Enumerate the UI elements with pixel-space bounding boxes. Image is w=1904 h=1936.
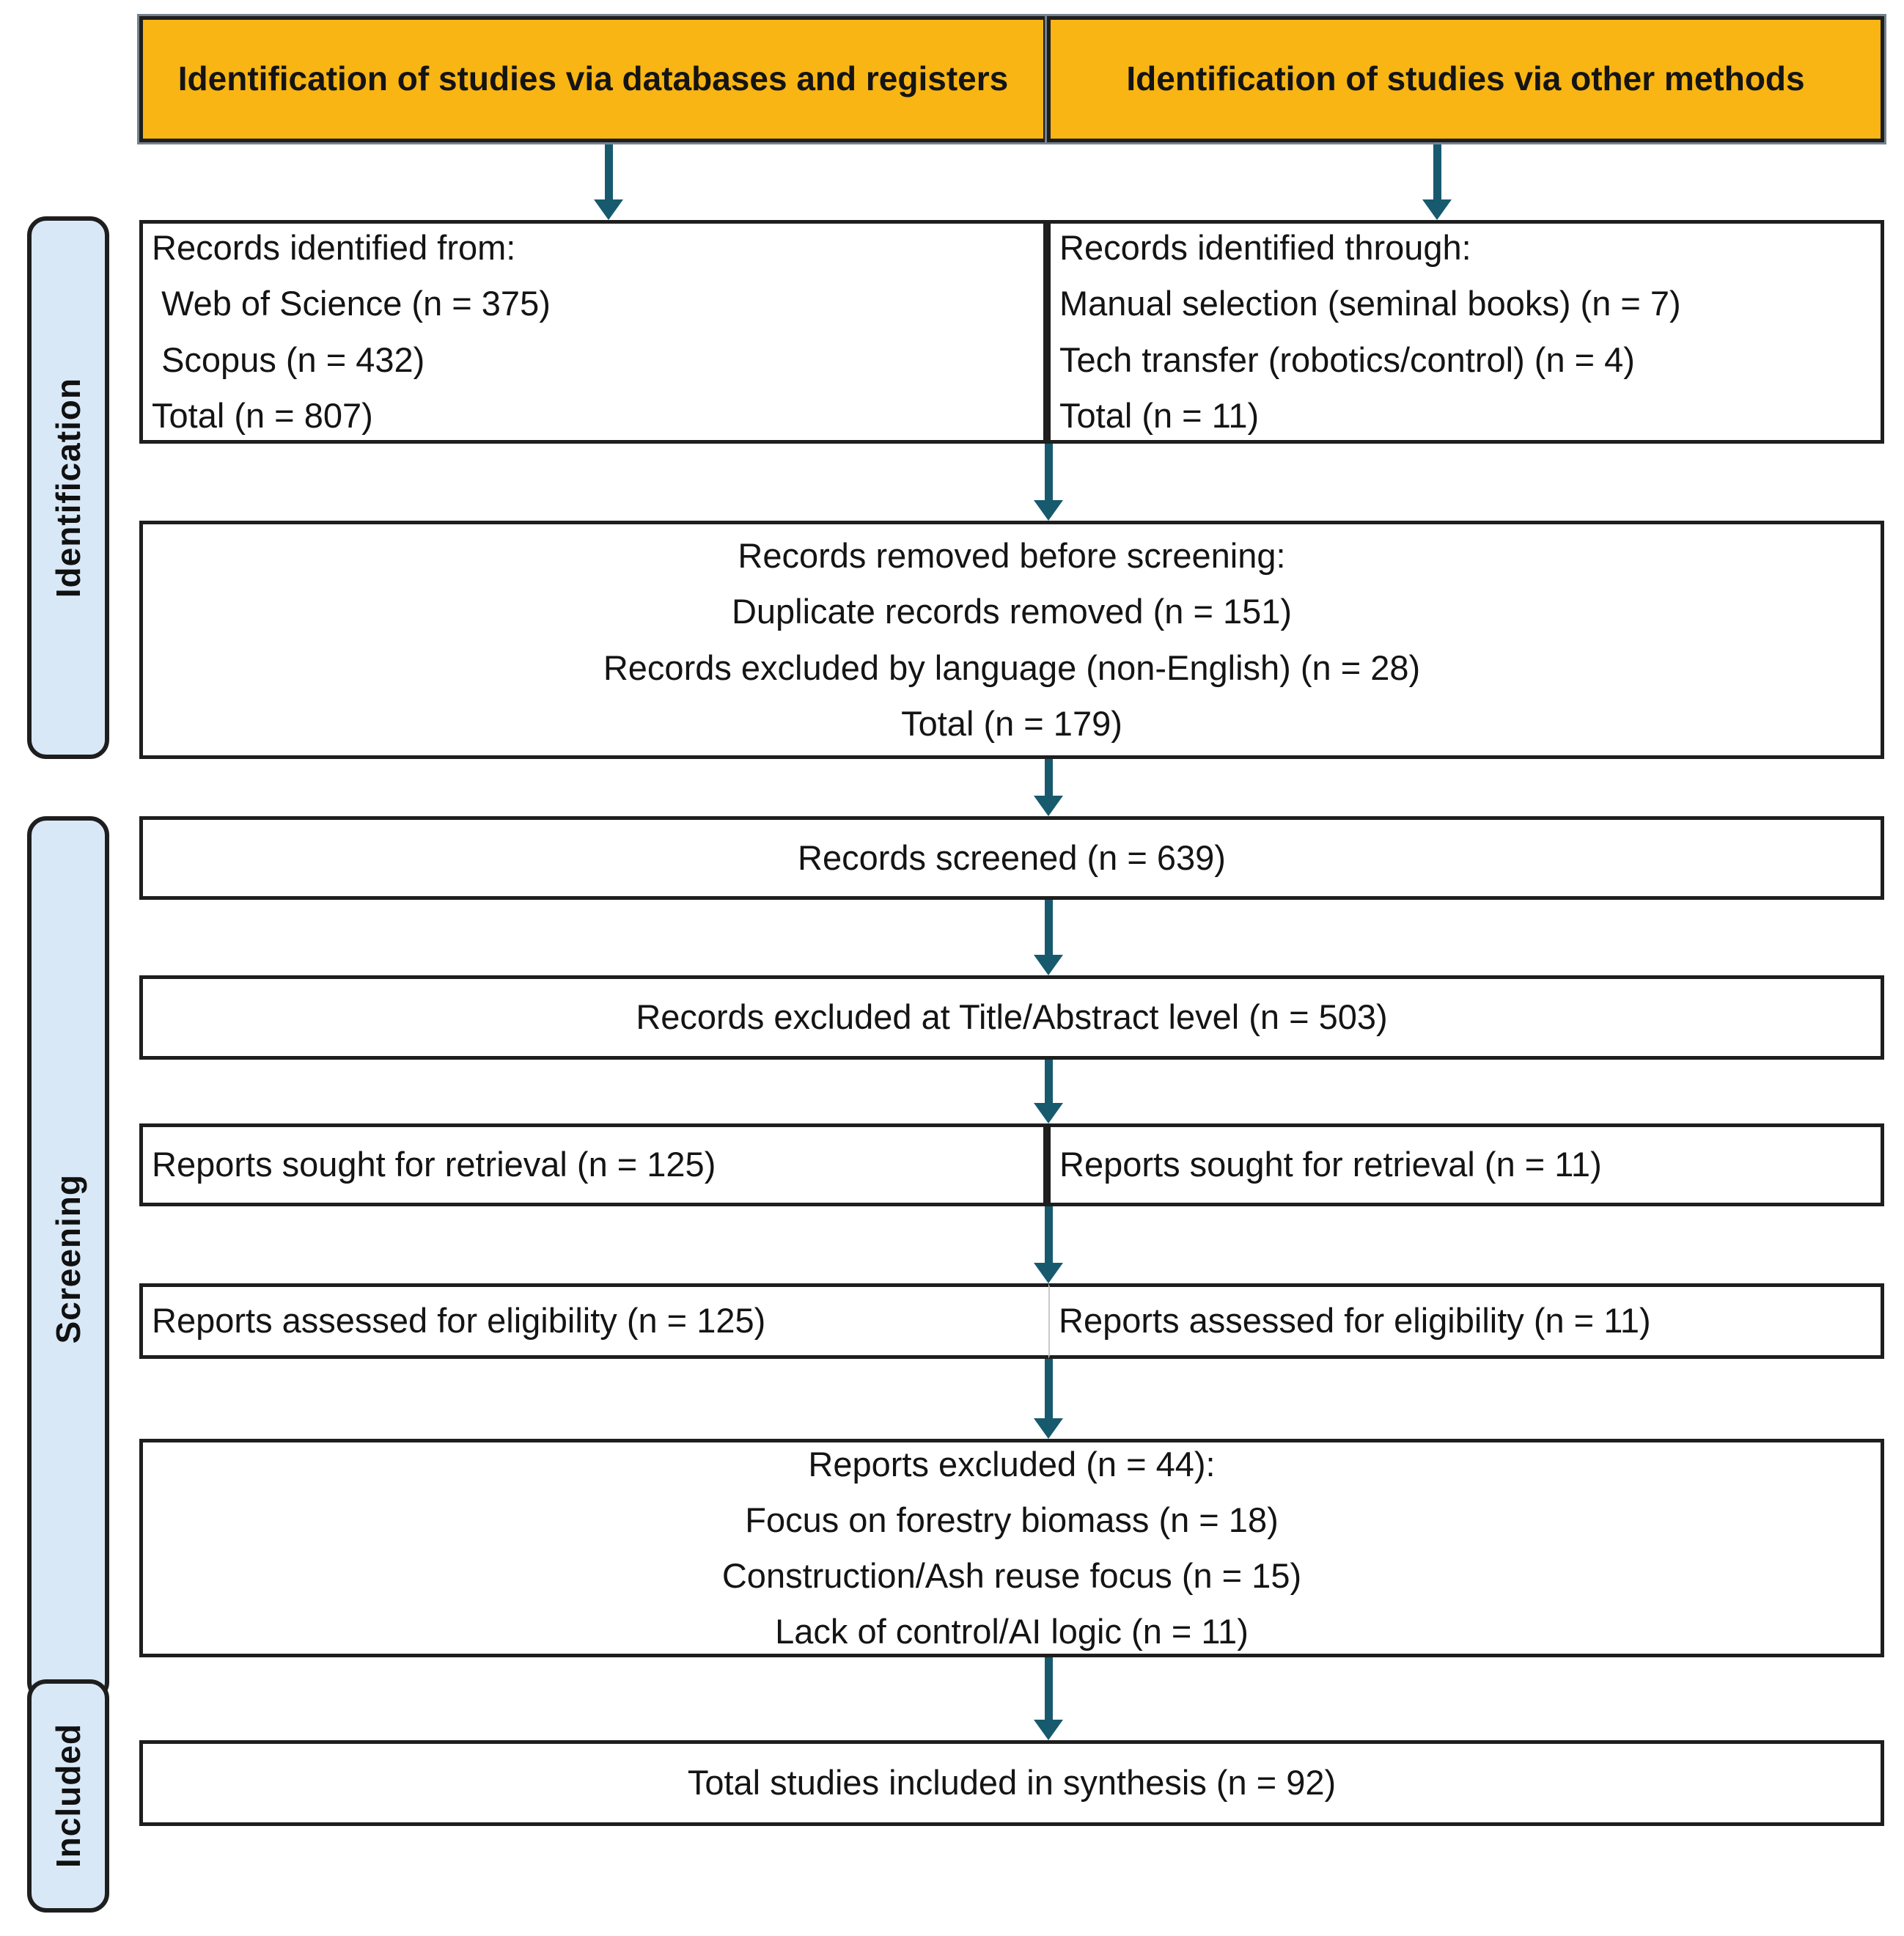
- down-arrow-header-right: [1422, 144, 1452, 220]
- box-total-included: Total studies included in synthesis (n =…: [139, 1740, 1884, 1826]
- box-records-removed-before-screening: Records removed before screening: Duplic…: [139, 521, 1884, 759]
- sidebar-stage-identification: Identification: [27, 216, 109, 759]
- down-arrow-to-sought: [1034, 1060, 1063, 1123]
- reports-excluded-line: Construction/Ash reuse focus (n = 15): [721, 1556, 1302, 1595]
- reports-sought-other-label: Reports sought for retrieval (n = 11): [1059, 1145, 1602, 1184]
- records-identified-other-line: Tech transfer (robotics/control) (n = 4): [1059, 340, 1635, 379]
- box-records-identified-databases: Records identified from: Web of Science …: [139, 220, 1047, 444]
- box-reports-sought-databases: Reports sought for retrieval (n = 125): [139, 1123, 1047, 1206]
- box-records-identified-other: Records identified through: Manual selec…: [1047, 220, 1884, 444]
- reports-excluded-line: Focus on forestry biomass (n = 18): [745, 1500, 1279, 1539]
- box-records-screened: Records screened (n = 639): [139, 816, 1884, 900]
- header-other-methods: Identification of studies via other meth…: [1045, 14, 1886, 144]
- header-databases-registers: Identification of studies via databases …: [137, 14, 1049, 144]
- records-removed-line: Total (n = 179): [901, 703, 1122, 743]
- records-screened-label: Records screened (n = 639): [798, 837, 1226, 877]
- sidebar-stage-screening: Screening: [27, 816, 109, 1701]
- box-records-excluded-title-abstract: Records excluded at Title/Abstract level…: [139, 975, 1884, 1060]
- down-arrow-to-included: [1034, 1657, 1063, 1740]
- down-arrow-to-screened: [1034, 759, 1063, 816]
- header-other-methods-label: Identification of studies via other meth…: [1126, 59, 1805, 98]
- box-reports-excluded: Reports excluded (n = 44): Focus on fore…: [139, 1439, 1884, 1657]
- reports-assessed-db-label: Reports assessed for eligibility (n = 12…: [152, 1301, 766, 1341]
- records-identified-db-line: Total (n = 807): [152, 395, 373, 435]
- stage-label-screening: Screening: [49, 1173, 87, 1344]
- box-reports-assessed-other: Reports assessed for eligibility (n = 11…: [1048, 1283, 1884, 1359]
- records-identified-other-line: Total (n = 11): [1059, 395, 1260, 435]
- records-identified-other-line: Records identified through:: [1059, 228, 1471, 268]
- records-removed-line: Duplicate records removed (n = 151): [731, 592, 1293, 631]
- header-databases-registers-label: Identification of studies via databases …: [177, 59, 1009, 98]
- records-identified-db-line: Scopus (n = 432): [152, 340, 425, 379]
- records-identified-other-line: Manual selection (seminal books) (n = 7): [1059, 284, 1681, 323]
- reports-assessed-other-label: Reports assessed for eligibility (n = 11…: [1059, 1301, 1651, 1341]
- records-excluded-label: Records excluded at Title/Abstract level…: [636, 997, 1388, 1037]
- records-identified-db-line: Records identified from:: [152, 228, 516, 268]
- sidebar-stage-included: Included: [27, 1679, 109, 1913]
- down-arrow-merge: [1034, 444, 1063, 521]
- reports-excluded-line: Lack of control/AI logic (n = 11): [775, 1612, 1249, 1651]
- records-identified-db-line: Web of Science (n = 375): [152, 284, 551, 323]
- records-removed-line: Records excluded by language (non-Englis…: [603, 648, 1421, 687]
- down-arrow-to-excluded: [1034, 900, 1063, 975]
- box-reports-sought-other: Reports sought for retrieval (n = 11): [1047, 1123, 1884, 1206]
- reports-sought-db-label: Reports sought for retrieval (n = 125): [152, 1145, 716, 1184]
- box-reports-assessed-databases: Reports assessed for eligibility (n = 12…: [139, 1283, 1048, 1359]
- stage-label-included: Included: [49, 1723, 87, 1869]
- total-included-label: Total studies included in synthesis (n =…: [687, 1763, 1337, 1803]
- records-removed-line: Records removed before screening:: [738, 536, 1286, 576]
- down-arrow-header-left: [594, 144, 623, 220]
- stage-label-identification: Identification: [49, 377, 87, 598]
- down-arrow-to-reports-excluded: [1034, 1359, 1063, 1439]
- reports-excluded-line: Reports excluded (n = 44):: [808, 1444, 1216, 1484]
- down-arrow-to-assessed: [1034, 1206, 1063, 1283]
